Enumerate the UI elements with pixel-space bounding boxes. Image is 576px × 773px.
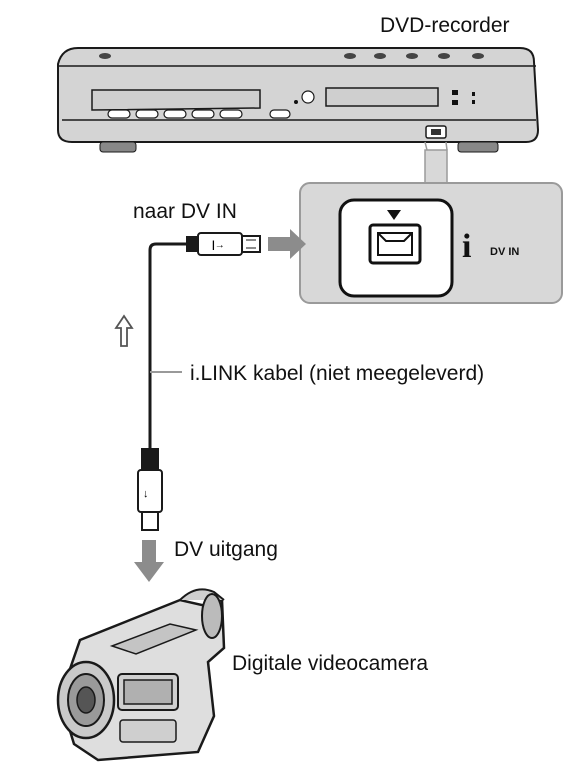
connect-arrow-down-icon bbox=[134, 540, 164, 582]
port-indicator-triangle-icon bbox=[387, 210, 401, 220]
ilink-cable: |→ ↓ bbox=[137, 232, 261, 531]
ilink-logo-icon: i bbox=[462, 228, 472, 265]
dv-in-port-label: DV IN bbox=[490, 246, 520, 258]
dv-out-label: DV uitgang bbox=[174, 538, 278, 561]
dvd-recorder-label: DVD-recorder bbox=[380, 14, 510, 37]
digital-video-camera bbox=[56, 588, 226, 762]
dvd-recorder bbox=[57, 47, 540, 153]
svg-text:|→: |→ bbox=[212, 240, 225, 251]
ilink-cable-label: i.LINK kabel (niet meegeleverd) bbox=[190, 362, 485, 385]
connect-arrow-right-icon bbox=[268, 229, 306, 259]
svg-text:↓: ↓ bbox=[143, 488, 149, 500]
signal-direction-up-arrow-icon bbox=[114, 314, 134, 347]
dv-in-connector-label: naar DV IN bbox=[133, 200, 237, 223]
dv-in-callout bbox=[299, 141, 563, 304]
camera-label: Digitale videocamera bbox=[232, 652, 429, 675]
